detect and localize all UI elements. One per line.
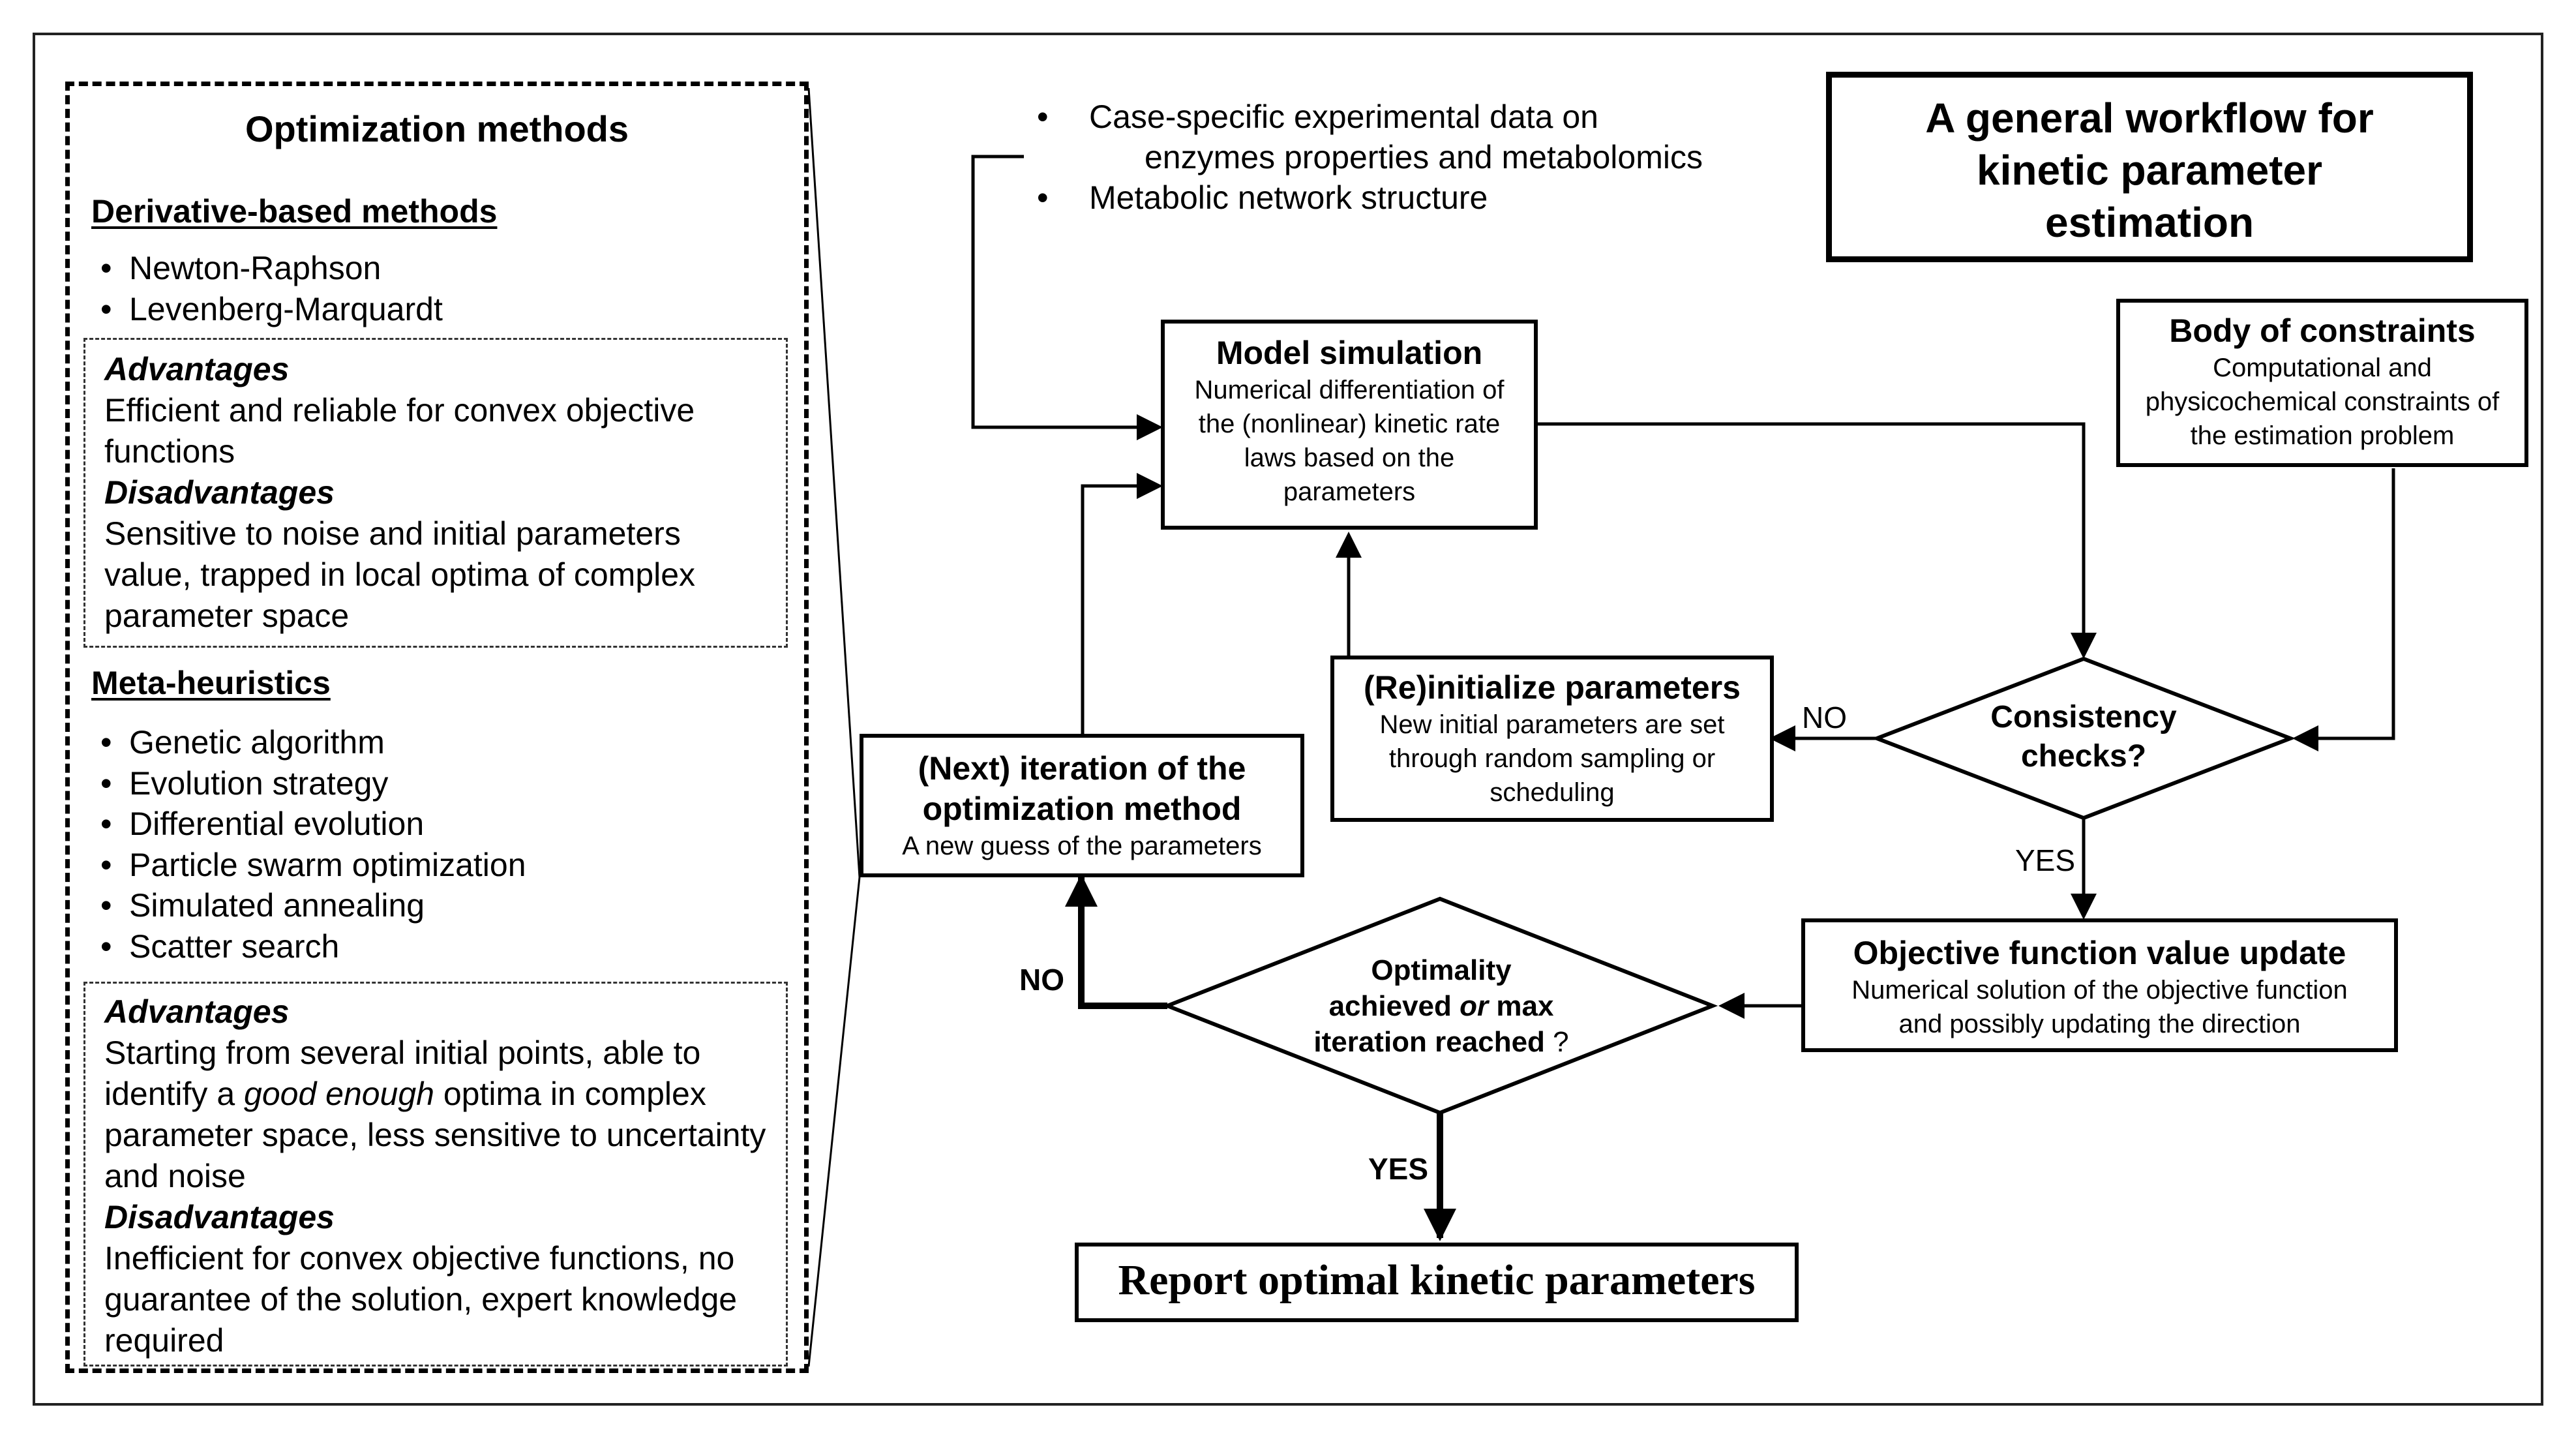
list-item: Differential evolution xyxy=(91,804,526,845)
constraints-title: Body of constraints xyxy=(2169,312,2476,349)
list-item: Levenberg-Marquardt xyxy=(91,289,443,330)
arrow-iteration-to-model xyxy=(1081,473,1163,734)
advantages-text: Starting from several initial points, ab… xyxy=(104,1035,766,1194)
list-item: Simulated annealing xyxy=(91,885,526,926)
consistency-yes-label: YES xyxy=(2015,843,2076,877)
report-box: Report optimal kinetic parameters xyxy=(1075,1243,1799,1322)
arrow-constraints-to-consistency xyxy=(2292,468,2395,751)
model-simulation-body: Numerical differentiation of the (nonlin… xyxy=(1194,376,1505,506)
constraints-body: Computational and physicochemical constr… xyxy=(2145,354,2500,450)
derivative-methods-list: Newton-Raphson Levenberg-Marquardt xyxy=(91,248,443,330)
advantages-text: Efficient and reliable for convex object… xyxy=(104,392,695,470)
optimality-label: Optimality achieved or max iteration rea… xyxy=(1313,954,1569,1058)
next-iteration-box: (Next) iteration of the optimization met… xyxy=(860,734,1304,877)
disadvantages-label: Disadvantages xyxy=(104,474,335,511)
objective-update-box: Objective function value update Numerica… xyxy=(1801,918,2398,1052)
optimality-yes-label: YES xyxy=(1368,1152,1429,1186)
arrow-model-to-consistency xyxy=(1536,422,2097,659)
inputs-list: • Case-specific experimental data on enz… xyxy=(1037,97,1703,218)
advantages-label: Advantages xyxy=(104,993,290,1030)
meta-pros-cons-box xyxy=(83,982,788,1367)
list-item: Genetic algorithm xyxy=(91,722,526,763)
disadvantages-label: Disadvantages xyxy=(104,1199,335,1235)
reinitialize-body: New initial parameters are set through r… xyxy=(1379,710,1725,807)
model-simulation-box: Model simulation Numerical differentiati… xyxy=(1161,320,1538,530)
figure-frame xyxy=(33,33,2543,1406)
disadvantages-text: Inefficient for convex objective functio… xyxy=(104,1240,738,1359)
objective-update-title: Objective function value update xyxy=(1853,935,2346,971)
consistency-diamond xyxy=(1871,656,2296,821)
advantages-label: Advantages xyxy=(104,351,290,387)
objective-update-body: Numerical solution of the objective func… xyxy=(1851,976,2348,1038)
workflow-title: A general workflow for kinetic parameter… xyxy=(1826,72,2473,262)
reinitialize-title: (Re)initialize parameters xyxy=(1364,669,1741,706)
zoom-line-top xyxy=(807,87,861,878)
consistency-checks-label: Consistency checks? xyxy=(1990,700,2177,774)
next-iteration-title: (Next) iteration of the optimization met… xyxy=(918,750,1246,827)
constraints-box: Body of constraints Computational and ph… xyxy=(2116,299,2528,467)
optimization-methods-panel xyxy=(65,82,809,1373)
arrow-optimality-no xyxy=(1065,874,1167,1009)
meta-pros-cons: Advantages Starting from several initial… xyxy=(104,991,783,1361)
optimization-methods-heading: Optimization methods xyxy=(245,108,629,149)
list-item: Evolution strategy xyxy=(91,763,526,804)
model-simulation-title: Model simulation xyxy=(1216,335,1483,371)
meta-heuristics-heading: Meta-heuristics xyxy=(91,665,331,701)
disadvantages-text: Sensitive to noise and initial parameter… xyxy=(104,515,696,634)
arrow-inputs-to-model xyxy=(971,155,1163,440)
derivative-pros-cons: Advantages Efficient and reliable for co… xyxy=(104,349,770,637)
optimality-no-label: NO xyxy=(1019,963,1064,997)
consistency-no-label: NO xyxy=(1802,701,1847,734)
list-item: Newton-Raphson xyxy=(91,248,443,289)
reinitialize-box: (Re)initialize parameters New initial pa… xyxy=(1330,656,1774,822)
input-item-network-structure: • Metabolic network structure xyxy=(1037,179,1488,216)
input-item-experimental-data: • Case-specific experimental data on enz… xyxy=(1037,98,1703,175)
list-item: Particle swarm optimization xyxy=(91,845,526,886)
derivative-methods-heading: Derivative-based methods xyxy=(91,193,498,230)
derivative-pros-cons-box xyxy=(83,338,788,648)
zoom-line-bottom xyxy=(807,877,861,1367)
next-iteration-body: A new guess of the parameters xyxy=(902,832,1262,860)
list-item: Scatter search xyxy=(91,926,526,967)
optimality-diamond xyxy=(1161,896,1718,1115)
meta-heuristics-list: Genetic algorithm Evolution strategy Dif… xyxy=(91,722,526,967)
